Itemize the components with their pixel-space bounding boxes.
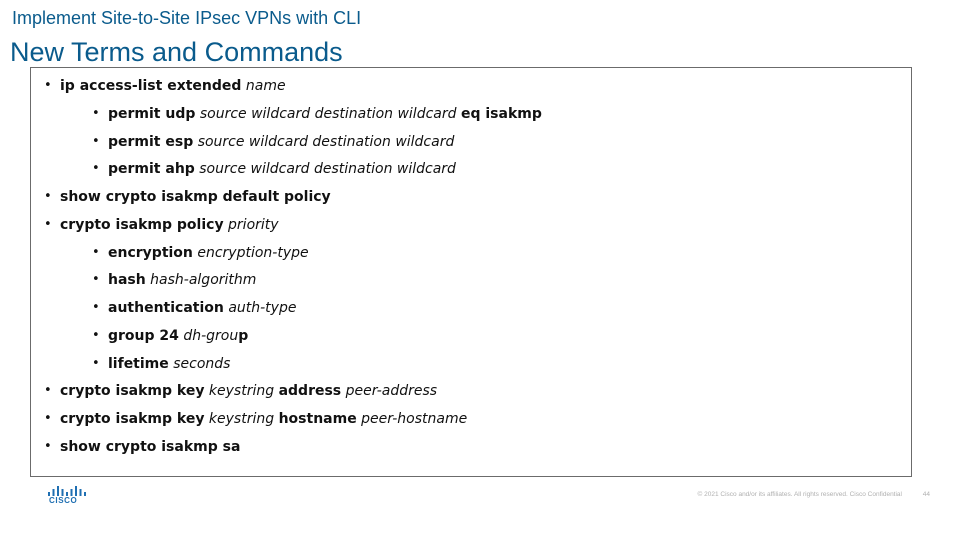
command-argument: seconds (173, 355, 231, 372)
command-keyword: encryption (108, 244, 193, 261)
command-keyword: hash (108, 272, 146, 289)
command-keyword: show crypto isakmp sa (60, 438, 241, 455)
sub-command-item: permit ahp source wildcard destination w… (31, 160, 911, 188)
sub-command-item: lifetime seconds (31, 355, 911, 383)
command-argument: source wildcard destination wildcard (199, 161, 456, 178)
command-item: crypto isakmp key keystring address peer… (31, 382, 911, 410)
command-argument: source wildcard destination wildcard (197, 133, 455, 150)
command-argument: peer-address (345, 383, 438, 400)
command-keyword: crypto isakmp key (60, 383, 205, 400)
command-argument: encryption-type (197, 244, 309, 261)
command-argument: hash-algorithm (150, 272, 257, 289)
command-item: crypto isakmp policy priority (31, 216, 911, 244)
command-keyword: address (278, 383, 342, 400)
command-keyword: crypto isakmp key (60, 411, 205, 427)
cisco-bars-icon (48, 486, 86, 496)
command-keyword: authentication (108, 300, 224, 316)
cisco-logo-text: CISCO (49, 496, 78, 505)
page-number: 44 (922, 491, 930, 498)
command-argument: auth-type (228, 300, 297, 316)
sub-command-item: authentication auth-type (31, 299, 911, 327)
command-keyword: permit ahp (108, 161, 195, 178)
command-keyword: permit esp (108, 133, 194, 150)
command-item: show crypto isakmp default policy (31, 188, 911, 216)
slide-title: New Terms and Commands (10, 37, 343, 67)
commands-list: ip access-list extended namepermit udp s… (31, 77, 911, 466)
command-keyword: lifetime (108, 355, 169, 372)
cisco-logo-icon: CISCO (48, 486, 88, 508)
command-argument: peer-hostname (361, 411, 468, 427)
command-argument: keystring (208, 411, 275, 427)
commands-box: ip access-list extended namepermit udp s… (30, 67, 912, 477)
command-argument: keystring (208, 383, 275, 400)
command-argument: dh-grou (183, 327, 239, 344)
command-keyword: hostname (278, 411, 357, 427)
command-argument: name (245, 78, 286, 94)
command-item: ip access-list extended name (31, 77, 911, 105)
sub-command-item: group 24 dh-group (31, 327, 911, 355)
sub-command-item: encryption encryption-type (31, 244, 911, 272)
sub-command-item: permit udp source wildcard destination w… (31, 105, 911, 133)
command-argument: priority (228, 216, 279, 233)
command-keyword: crypto isakmp policy (60, 216, 224, 233)
command-item: crypto isakmp key keystring hostname pee… (31, 410, 911, 438)
command-item: show crypto isakmp sa (31, 438, 911, 466)
sub-command-item: hash hash-algorithm (31, 271, 911, 299)
sub-command-item: permit esp source wildcard destination w… (31, 133, 911, 161)
command-keyword: ip access-list extended (60, 78, 242, 94)
slide-subtitle: Implement Site-to-Site IPsec VPNs with C… (12, 8, 362, 28)
command-keyword: eq isakmp (460, 105, 542, 122)
command-keyword: p (238, 327, 249, 344)
command-keyword: permit udp (108, 105, 196, 122)
command-keyword: group 24 (108, 327, 179, 344)
copyright-text: © 2021 Cisco and/or its affiliates. All … (697, 491, 902, 498)
command-argument: source wildcard destination wildcard (199, 105, 457, 122)
command-keyword: show crypto isakmp default policy (60, 189, 331, 205)
